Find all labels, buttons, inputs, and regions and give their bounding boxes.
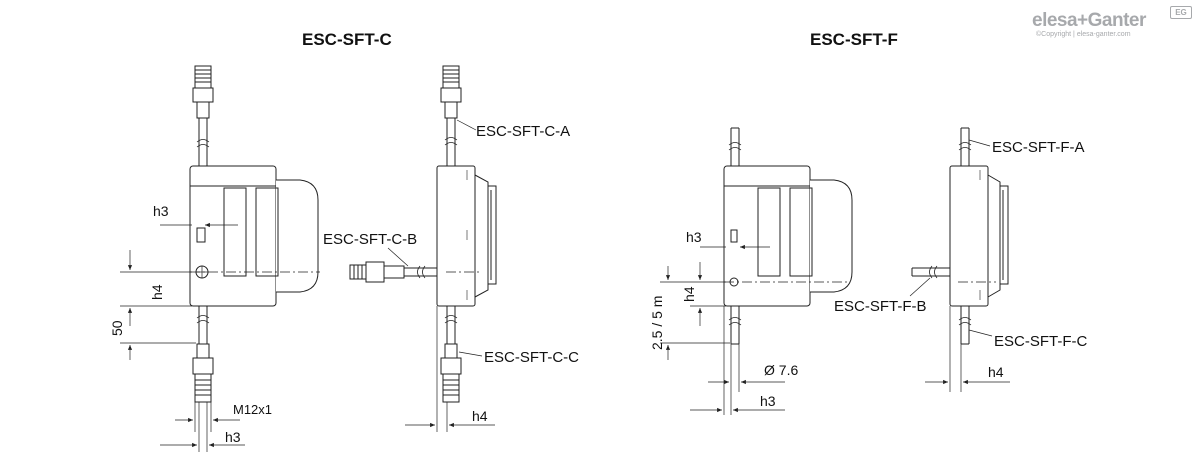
esc-sft-c-front-view: h3 h4 50 M12x1 h3 xyxy=(109,65,320,452)
dim-m12x1: M12x1 xyxy=(233,402,272,417)
label-esc-sft-c-c: ESC-SFT-C-C xyxy=(484,349,579,366)
logo-badge: EG xyxy=(1170,6,1192,19)
esc-sft-f-front-view: h3 h4 2.5 / 5 m Ø 7.6 h3 xyxy=(649,127,853,415)
dim-h3-front-c: h3 xyxy=(153,203,169,219)
logo-text: elesa+Ganter xyxy=(1032,10,1146,31)
label-esc-sft-c-b: ESC-SFT-C-B xyxy=(323,231,417,248)
label-esc-sft-f-a: ESC-SFT-F-A xyxy=(992,139,1085,156)
dim-50: 50 xyxy=(109,320,125,336)
esc-sft-f-side-view: ESC-SFT-F-A ESC-SFT-F-B ESC-SFT-F-C h4 xyxy=(834,127,1087,392)
label-esc-sft-c-a: ESC-SFT-C-A xyxy=(476,123,570,140)
dim-h3-bottom-c: h3 xyxy=(225,429,241,445)
title-esc-sft-c: ESC-SFT-C xyxy=(302,30,392,49)
dim-h4-side-f: h4 xyxy=(988,364,1004,380)
title-esc-sft-f: ESC-SFT-F xyxy=(810,30,898,49)
brand-logo: elesa+Ganter ©Copyright | elesa-ganter.c… xyxy=(1032,6,1192,40)
dim-h3-front-f: h3 xyxy=(686,229,702,245)
dim-h3-bottom-f: h3 xyxy=(760,393,776,409)
top-connector xyxy=(192,65,214,166)
sensor-body xyxy=(189,165,277,307)
dim-h4-front-f: h4 xyxy=(681,286,697,302)
dim-cable-length: 2.5 / 5 m xyxy=(649,296,665,350)
dim-diameter: Ø 7.6 xyxy=(764,362,798,378)
label-esc-sft-f-c: ESC-SFT-F-C xyxy=(994,333,1087,350)
dim-h4-side-c: h4 xyxy=(472,408,488,424)
dim-h4-front-c: h4 xyxy=(149,284,165,300)
label-esc-sft-f-b: ESC-SFT-F-B xyxy=(834,298,927,315)
bottom-connector xyxy=(192,306,214,403)
logo-copyright: ©Copyright | elesa-ganter.com xyxy=(1036,31,1131,38)
esc-sft-c-side-view: ESC-SFT-C-A ESC-SFT-C-B ESC-SFT-C-C h4 xyxy=(323,65,579,432)
